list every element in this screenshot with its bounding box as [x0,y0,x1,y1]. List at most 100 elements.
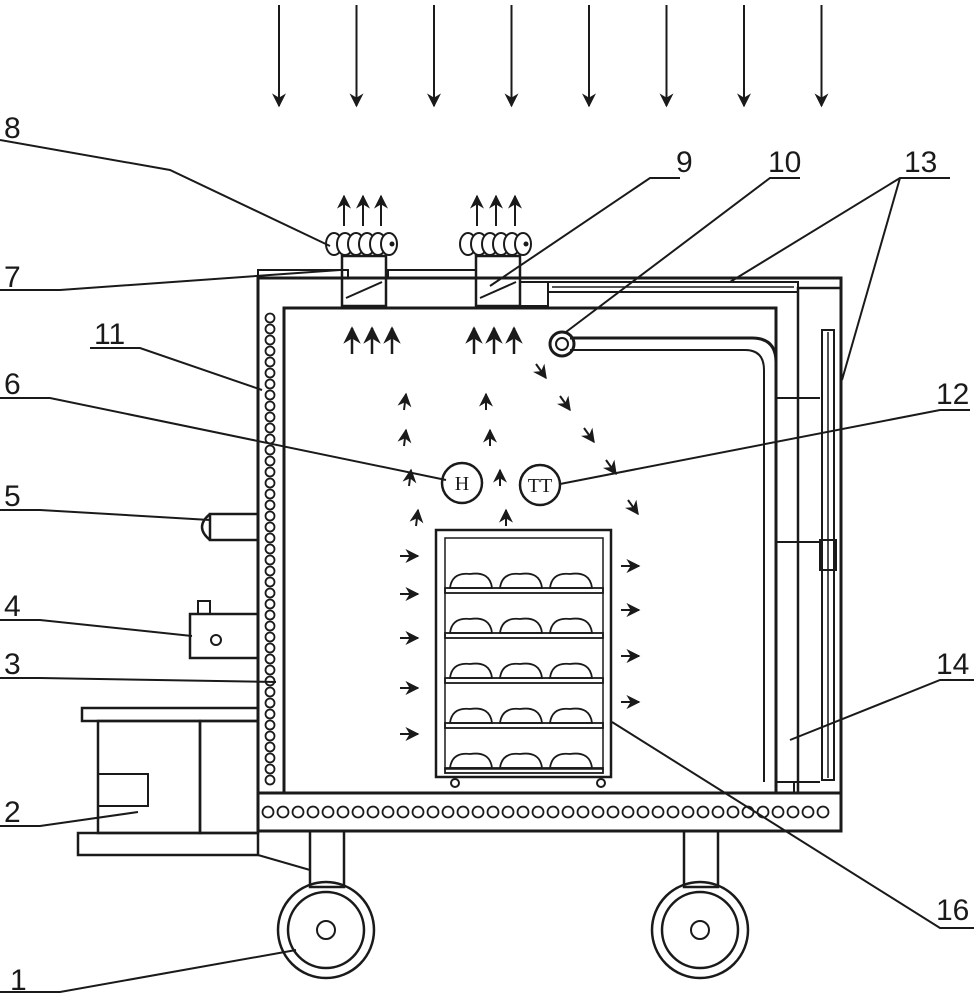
wheel-assembly-left [257,829,376,980]
callout-13: 13 [904,146,937,179]
flow-arrow [397,392,412,411]
coil-ring [801,805,815,819]
tray-rack [434,528,613,779]
callout-9: 9 [676,146,693,179]
coil-ring [264,686,276,698]
bottom-heating-coils [261,805,830,819]
coil-ring [546,805,560,819]
chimney-left [340,254,388,308]
produce-item [498,752,544,769]
callout-11: 11 [94,318,125,351]
coil-ring [501,805,515,819]
coil-ring [411,805,425,819]
coil-ring [264,620,276,632]
coil-ring [264,477,276,489]
coil-ring [264,752,276,764]
coil-ring [264,554,276,566]
coil-ring [471,805,485,819]
coil-ring [606,805,620,819]
coil-ring [651,805,665,819]
wheel-assembly-right [650,829,750,980]
coil-ring [264,323,276,335]
damper-right [479,281,517,299]
ventilator-left [325,232,398,256]
callout-2: 2 [4,796,21,829]
coil-ring [264,565,276,577]
humidity-sensor-label: H [455,473,469,495]
coil-ring [264,466,276,478]
coil-ring [306,805,320,819]
callout-4: 4 [4,590,21,623]
coil-ring [264,422,276,434]
coil-ring [396,805,410,819]
coil-ring [264,609,276,621]
produce-item [498,617,544,634]
produce-item [548,572,594,589]
coil-ring [351,805,365,819]
produce-item [448,707,494,724]
coil-ring [264,510,276,522]
produce-item [548,662,594,679]
coil-ring [264,411,276,423]
coil-ring [264,653,276,665]
coil-ring [696,805,710,819]
coil-ring [264,444,276,456]
rack-wheel-right [596,778,606,788]
coil-ring [516,805,530,819]
vent-blade [514,232,532,256]
vent-pivot [523,241,529,247]
right-frame [796,286,843,795]
coil-ring [531,805,545,819]
coil-ring [264,389,276,401]
coil-ring [771,805,785,819]
left-heating-coils [264,312,276,786]
coil-ring [264,664,276,676]
coil-ring [636,805,650,819]
coil-ring [681,805,695,819]
coil-ring [591,805,605,819]
coil-ring [264,741,276,753]
coil-ring [486,805,500,819]
coil-ring [264,334,276,346]
coil-ring [264,367,276,379]
coil-ring [456,805,470,819]
callout-7: 7 [4,261,21,294]
flow-arrow [602,459,617,476]
coil-ring [264,730,276,742]
produce-item [448,752,494,769]
coil-ring [264,455,276,467]
coil-ring [264,719,276,731]
cabinet-inner-chamber [282,306,778,795]
callout-3: 3 [4,648,21,681]
coil-ring [264,499,276,511]
coil-ring [264,488,276,500]
produce-item [448,617,494,634]
produce-item [548,707,594,724]
shelves [444,572,604,774]
coil-ring [264,763,276,775]
duct-pipe [570,336,778,782]
coil-ring [366,805,380,819]
produce-item [498,572,544,589]
callout-12: 12 [936,378,969,411]
produce-item [448,572,494,589]
coil-ring [441,805,455,819]
coil-ring [264,598,276,610]
coil-ring [264,642,276,654]
coil-ring [321,805,335,819]
coil-ring [261,805,275,819]
coil-ring [264,708,276,720]
component-5-nozzle [200,512,260,542]
coil-ring [264,631,276,643]
produce-item [498,662,544,679]
temperature-sensor: TT [518,463,562,507]
coil-ring [576,805,590,819]
damper-left [345,281,383,299]
coil-ring [264,356,276,368]
coil-ring [726,805,740,819]
rack-wheel-left [450,778,460,788]
produce-item [548,752,594,769]
leader-lines [0,139,974,993]
coil-ring [264,521,276,533]
